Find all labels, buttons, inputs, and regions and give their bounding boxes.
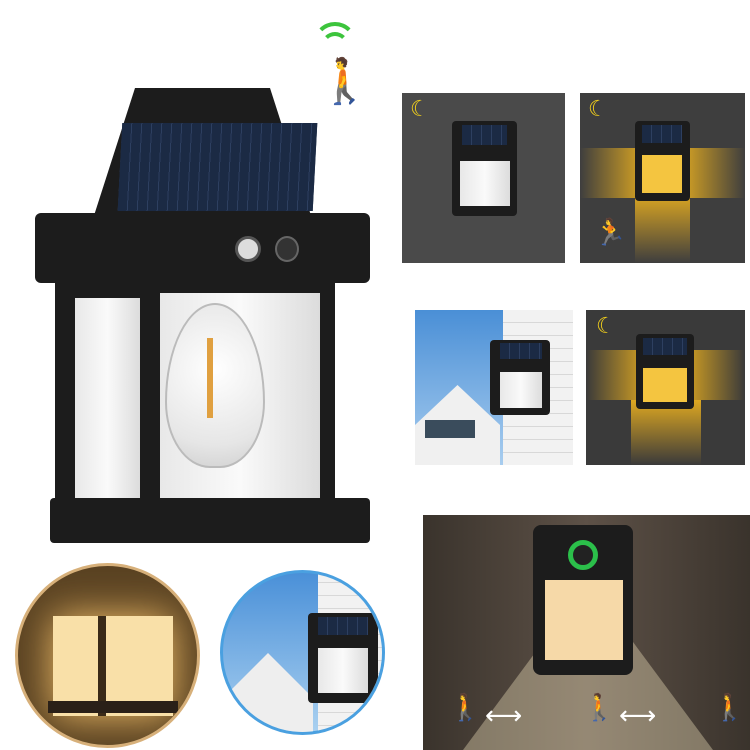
motion-range-panel: 🚶 🚶 🚶 ⟷ ⟷ xyxy=(423,515,750,750)
solar-panel xyxy=(117,123,318,211)
double-arrow-icon: ⟷ xyxy=(485,701,523,731)
walking-person-icon: 🚶 xyxy=(583,693,616,723)
motion-sensor-icon: 🚶 xyxy=(305,22,372,117)
pir-sensor xyxy=(235,236,261,262)
moon-stars-icon: ☾ xyxy=(596,314,616,339)
moon-stars-icon: ☾ xyxy=(410,97,430,122)
main-solar-lamp xyxy=(35,88,370,548)
bulb xyxy=(165,303,265,468)
walking-person-icon: 🚶 xyxy=(317,56,372,107)
power-switch xyxy=(275,236,299,262)
walking-person-icon: 🏃 xyxy=(594,218,627,248)
night-motion-panel: ☾ 🏃 xyxy=(580,93,745,263)
daytime-house-panel xyxy=(415,310,573,465)
night-full-panel: ☾ xyxy=(586,310,745,465)
warm-light-closeup xyxy=(15,563,200,748)
double-arrow-icon: ⟷ xyxy=(619,701,657,731)
moon-stars-icon: ☾ xyxy=(588,97,608,122)
pir-sensor-highlight xyxy=(568,540,598,570)
walking-person-icon: 🚶 xyxy=(449,693,482,723)
night-off-panel: ☾ xyxy=(402,93,565,263)
walking-person-icon: 🚶 xyxy=(713,693,746,723)
daytime-closeup xyxy=(220,570,385,735)
